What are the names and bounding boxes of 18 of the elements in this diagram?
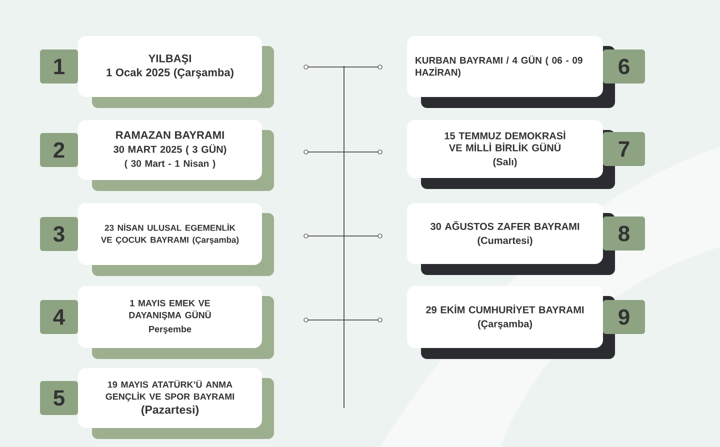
number-badge: 3 [40,217,78,251]
number-badge: 6 [603,50,645,84]
holiday-card: 23 NİSAN ULUSAL EGEMENLİK VE ÇOCUK BAYRAMI (Çarşamba) [78,203,274,276]
number-badge: 1 [40,50,78,84]
number-badge: 8 [603,216,645,250]
holiday-card: 15 TEMMUZ DEMOKRASİ VE MİLLİ BİRLİK GÜNÜ (Salı) [407,120,615,189]
holiday-card: 1 MAYIS EMEK VE DAYANIŞMA GÜNÜ Perşembe [78,286,274,359]
holiday-card: 30 AĞUSTOS ZAFER BAYRAMI (Cumartesi) [407,203,615,275]
number-badge: 7 [603,132,645,166]
holiday-card: 29 EKİM CUMHURİYET BAYRAMI (Çarşamba) [407,286,615,359]
number-badge: 4 [40,300,78,334]
number-badge: 2 [40,133,78,167]
holiday-card: YILBAŞI 1 Ocak 2025 (Çarşamba) [78,36,274,108]
number-badge: 5 [40,381,78,415]
holiday-card: RAMAZAN BAYRAMI 30 MART 2025 ( 3 GÜN) ( 30 Mart - 1 Nisan ) [78,120,274,191]
holiday-card: 19 MAYIS ATATÜRK’Ü ANMA GENÇLİK VE SPOR BAYRAMI (Pazartesi) [78,368,274,439]
holiday-card: KURBAN BAYRAMI / 4 GÜN ( 06 - 09 HAZİRAN) [407,36,615,108]
number-badge: 9 [603,300,645,334]
